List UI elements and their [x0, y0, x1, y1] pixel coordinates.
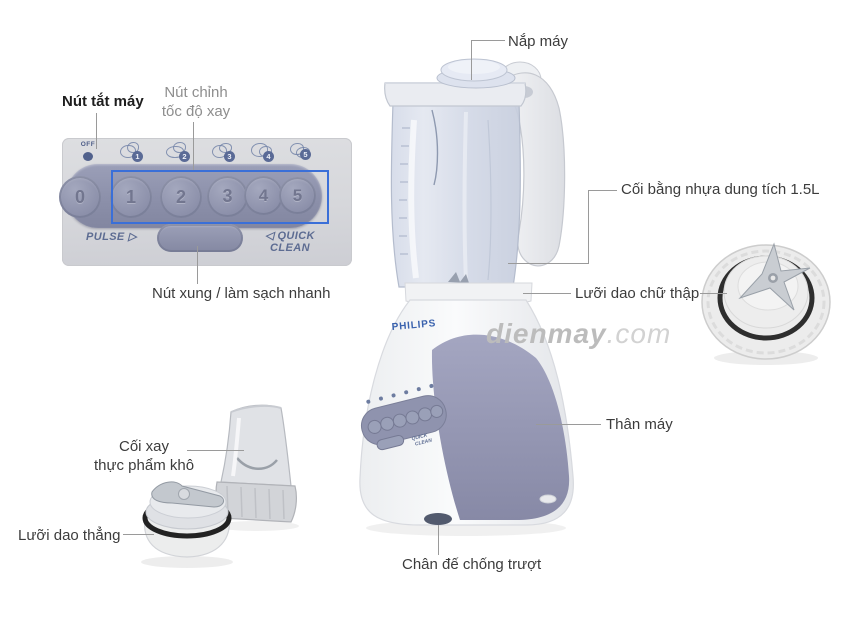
speed-icon-number: 3	[224, 151, 235, 162]
jar-measure-ticks	[399, 127, 410, 255]
callout-mill-line1: Cối xay	[118, 438, 170, 455]
leader-straight-blade	[123, 534, 154, 535]
callout-straight-blade: Lưỡi dao thẳng	[18, 527, 121, 544]
callout-mill-line2: thực phẩm khô	[93, 456, 195, 474]
body-quick-label: QUICK	[411, 432, 428, 442]
pulse-button[interactable]	[157, 224, 243, 252]
straight-blade-illustration	[141, 481, 233, 568]
leader-lid-v	[471, 40, 472, 80]
callout-speed-buttons: Nút chỉnh tốc độ xay	[143, 84, 249, 122]
blender-illustration: PHILIPS QUICK CLEAN	[359, 58, 574, 536]
quick-word: QUICK	[277, 230, 315, 242]
pulse-word: PULSE	[86, 231, 125, 243]
rear-foot	[539, 494, 557, 504]
speed-food-icon-1: 1	[118, 142, 148, 166]
leader-speed	[193, 122, 194, 171]
off-icon-dot	[83, 152, 93, 161]
button-number: 4	[258, 185, 269, 205]
speed-icon-number: 2	[179, 151, 190, 162]
button-number: 2	[175, 186, 186, 207]
button-number: 1	[125, 186, 136, 207]
jar-lid	[436, 58, 516, 89]
leader-jar-h1	[588, 190, 617, 191]
leader-off	[96, 113, 97, 149]
quick-clean-arrow-icon: ◁	[265, 230, 274, 242]
pulse-arrow-icon: ▷	[128, 231, 138, 243]
watermark: dienmay.com	[486, 318, 671, 350]
base-purple-panel	[431, 334, 570, 520]
clean-word: CLEAN	[270, 242, 310, 254]
speed-food-icon-4: 4	[250, 141, 280, 165]
jar-blade-hint	[448, 272, 469, 283]
jar-rim	[384, 82, 527, 107]
anti-slip-foot	[424, 513, 452, 525]
callout-cross-blade: Lưỡi dao chữ thập	[575, 285, 700, 302]
callout-body: Thân máy	[606, 416, 673, 433]
speed-food-icon-5: 5	[288, 141, 318, 165]
speed-buttons-highlight-box	[111, 170, 329, 224]
leader-body	[536, 424, 601, 425]
body-control-panel: QUICK CLEAN	[360, 383, 447, 451]
speed-button-3[interactable]: 3	[207, 176, 248, 217]
speed-button-0[interactable]: 0	[59, 176, 101, 218]
body-pulse-button[interactable]	[376, 434, 405, 451]
quick-clean-label: ◁ QUICK CLEAN	[252, 230, 328, 254]
callout-lid: Nắp máy	[508, 33, 569, 50]
leader-crossblade-left	[523, 293, 571, 294]
callout-speed-line2: tốc độ xay	[161, 102, 231, 120]
callout-speed-line1: Nút chỉnh	[164, 84, 228, 101]
speed-food-icon-3: 3	[210, 142, 240, 166]
watermark-light: .com	[606, 318, 672, 349]
watermark-bold: dienmay	[486, 318, 607, 349]
leader-pulse	[197, 246, 198, 284]
leader-crossblade-right	[700, 293, 727, 294]
off-icon-text: OFF	[80, 141, 96, 148]
dry-mill-cup-illustration	[215, 404, 299, 531]
leader-jar-h2	[508, 263, 589, 264]
speed-button-1[interactable]: 1	[110, 176, 152, 218]
leader-jar-v	[588, 190, 589, 264]
speed-button-2[interactable]: 2	[160, 176, 202, 218]
brand-logo: PHILIPS	[391, 318, 436, 333]
off-speed-icon: OFF	[76, 141, 100, 167]
control-panel-inset: OFF 1 2 3 4 5 0 1	[59, 138, 352, 266]
leader-lid-h	[471, 40, 505, 41]
speed-icon-number: 5	[300, 149, 311, 160]
callout-foot: Chân đế chống trượt	[402, 556, 542, 573]
button-number: 5	[292, 185, 303, 205]
leader-foot	[438, 525, 439, 555]
button-number: 3	[222, 186, 233, 206]
jar	[390, 101, 521, 288]
callout-jar: Cối bằng nhựa dung tích 1.5L	[621, 181, 820, 198]
speed-icon-number: 4	[263, 151, 274, 162]
callout-off-button: Nút tắt máy	[62, 93, 144, 110]
speed-icon-number: 1	[132, 151, 143, 162]
leader-mill	[187, 450, 244, 451]
speed-food-icon-2: 2	[165, 142, 195, 166]
body-clean-label: CLEAN	[414, 437, 433, 447]
callout-pulse-button: Nút xung / làm sạch nhanh	[152, 285, 331, 302]
cross-blade-illustration	[701, 242, 831, 365]
body-speed-buttons[interactable]	[367, 404, 444, 435]
button-number: 0	[74, 186, 85, 207]
body-panel-icons	[366, 383, 434, 404]
pulse-label: PULSE ▷	[86, 230, 137, 243]
speed-button-5[interactable]: 5	[279, 177, 316, 214]
speed-button-4[interactable]: 4	[244, 176, 283, 215]
callout-dry-mill: Cối xay thực phẩm khô	[93, 438, 195, 476]
